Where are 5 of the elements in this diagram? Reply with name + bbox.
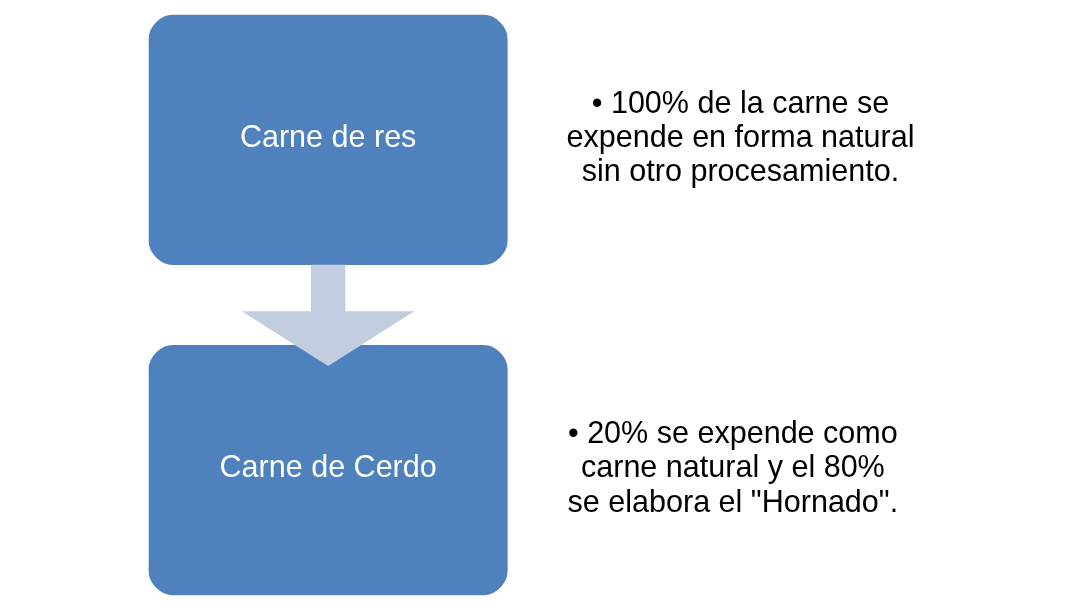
node-box: Carne de res xyxy=(148,14,508,265)
node-label: • 20% se expende como carne natural y el 80% se elabora el "Hornado". xyxy=(567,415,898,518)
arrow xyxy=(241,264,414,366)
node-label: • 100% de la carne se expende en forma natural sin otro procesamiento. xyxy=(566,84,914,188)
node-box: Carne de Cerdo xyxy=(148,345,508,596)
